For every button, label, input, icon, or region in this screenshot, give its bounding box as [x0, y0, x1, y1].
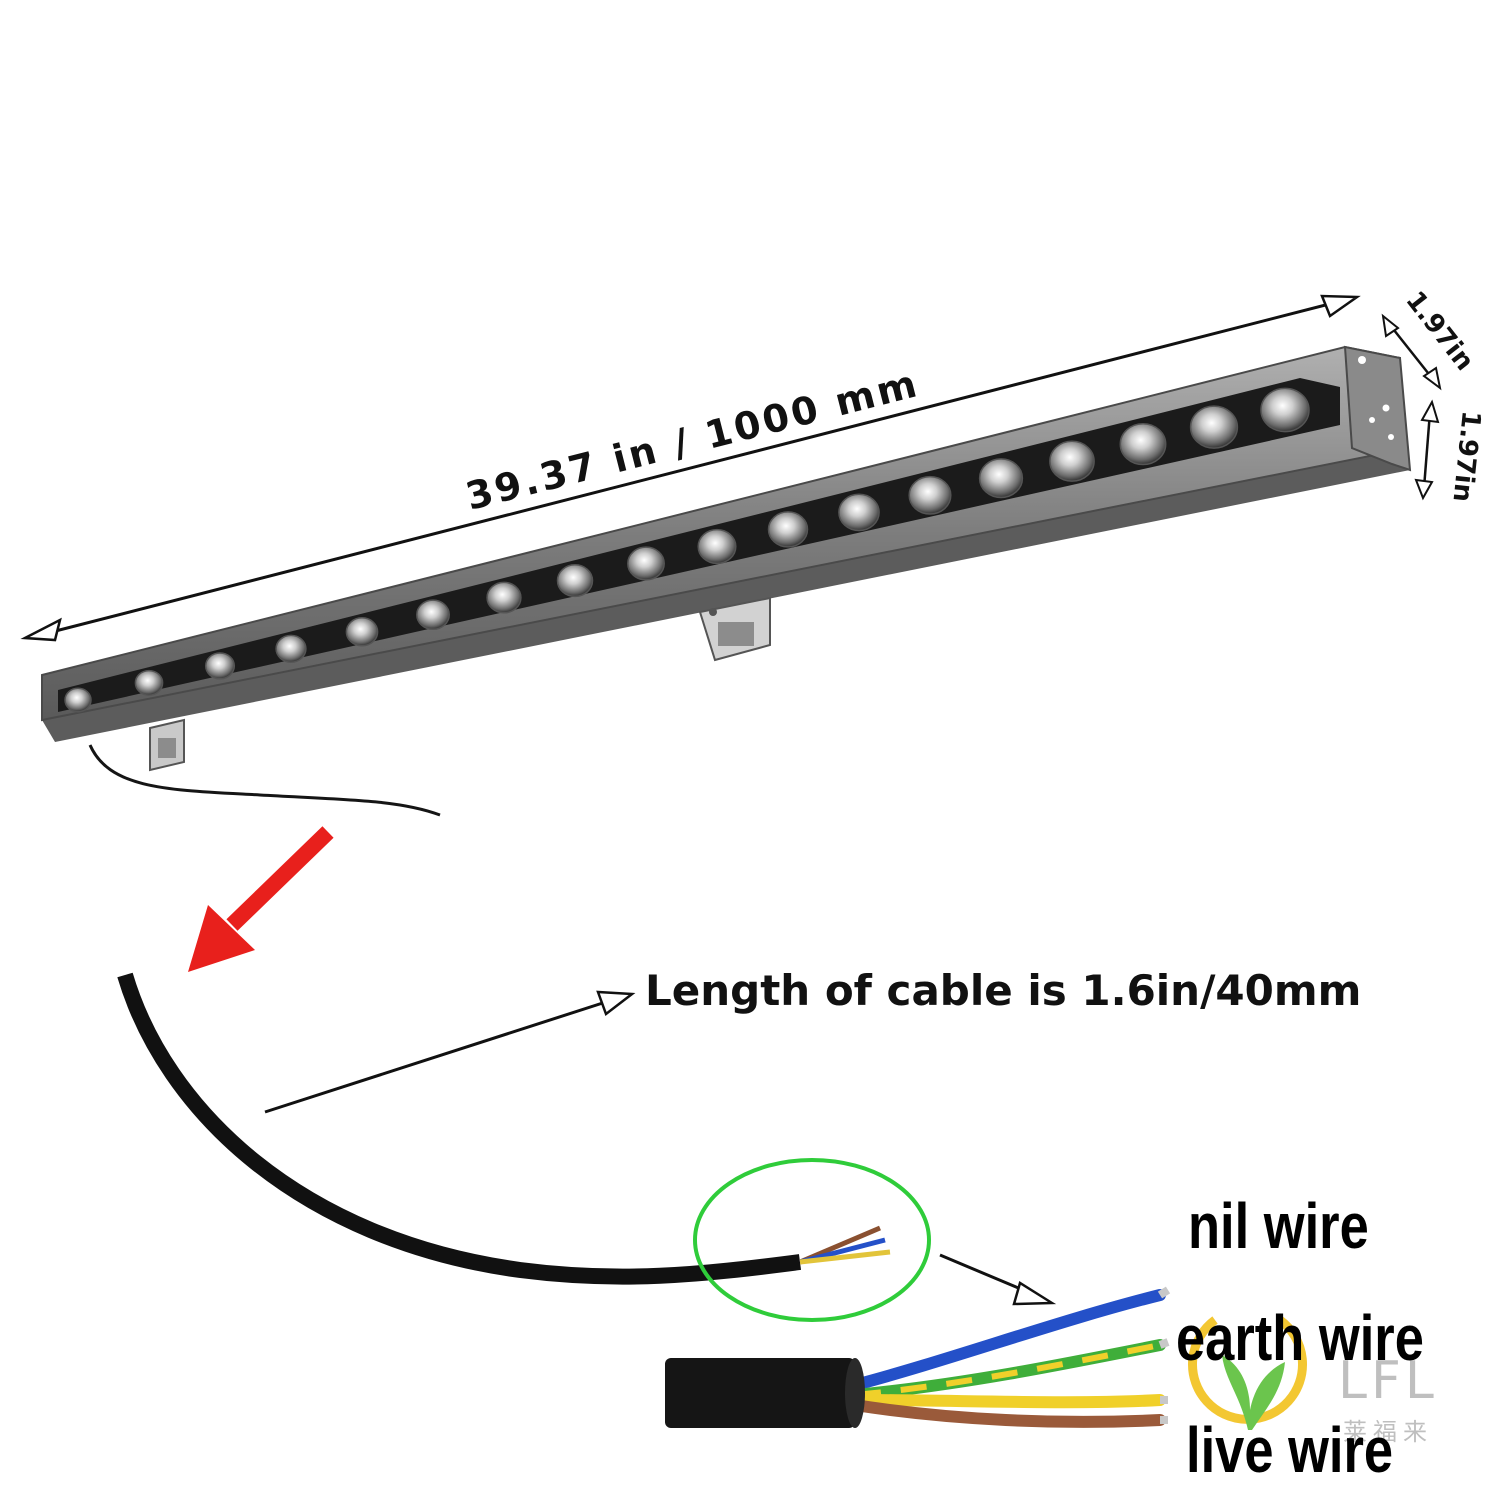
- width-label: 1.97in: [1399, 286, 1479, 377]
- leaf-icon: [1222, 1355, 1285, 1430]
- screw-icon: [1358, 356, 1366, 364]
- led-bar: [41, 345, 1412, 742]
- led-lens-group: [64, 387, 1310, 713]
- led-lens: [908, 475, 952, 515]
- led-lens: [978, 458, 1024, 499]
- height-label: 1.97in: [1446, 409, 1485, 503]
- live-wire-label: live wire: [1186, 1415, 1393, 1486]
- height-dimension-arrow: [1414, 399, 1440, 501]
- led-lens: [486, 581, 522, 614]
- led-lens: [1260, 387, 1310, 433]
- led-lens: [275, 634, 307, 663]
- wire-yellow: [849, 1394, 1166, 1409]
- logo-latin: LFL: [1338, 1351, 1438, 1411]
- led-lens: [416, 599, 450, 631]
- led-lens: [838, 493, 880, 532]
- wire-brown: [849, 1399, 1166, 1428]
- cable-closeup: [665, 1286, 1171, 1428]
- power-cable: [117, 972, 802, 1285]
- earth-wire-label: earth wire: [1176, 1303, 1424, 1374]
- led-lens: [697, 528, 737, 565]
- width-dimension-arrow: [1381, 313, 1442, 391]
- cable-length-label: Length of cable is 1.6in/40mm: [645, 966, 1361, 1015]
- brand-logo: LFL 莱福来: [1188, 1316, 1438, 1446]
- red-arrow-icon: [188, 826, 334, 972]
- led-lens: [1119, 422, 1167, 466]
- length-dimension-arrow: [20, 294, 1361, 642]
- small-wire-ends: [799, 1225, 891, 1265]
- led-lens: [345, 617, 379, 647]
- mounting-bracket-left: [149, 718, 185, 772]
- led-lens: [1189, 405, 1239, 449]
- bar-power-cable: [88, 744, 441, 817]
- wire-blue: [849, 1289, 1166, 1391]
- cable-jacket: [665, 1358, 855, 1428]
- led-bar-end-cap: [1343, 345, 1412, 472]
- closeup-pointer: [939, 1253, 1057, 1306]
- led-bar-underside: [42, 450, 1410, 742]
- screw-icon: [1382, 404, 1390, 412]
- led-lens: [1049, 440, 1095, 482]
- wire-highlight-circle: [693, 1158, 931, 1322]
- logo-cjk: 莱福来: [1343, 1418, 1433, 1446]
- screw-icon: [1369, 417, 1375, 423]
- led-lens: [64, 687, 92, 713]
- nil-wire-label: nil wire: [1188, 1191, 1369, 1262]
- screw-icon: [1388, 434, 1394, 440]
- mounting-bracket-right: [698, 596, 771, 662]
- cable-length-pointer: [264, 990, 636, 1114]
- led-lens: [767, 511, 809, 548]
- led-lens: [556, 564, 594, 598]
- led-lens: [627, 546, 665, 581]
- led-lens: [134, 669, 164, 696]
- led-lens: [204, 652, 236, 680]
